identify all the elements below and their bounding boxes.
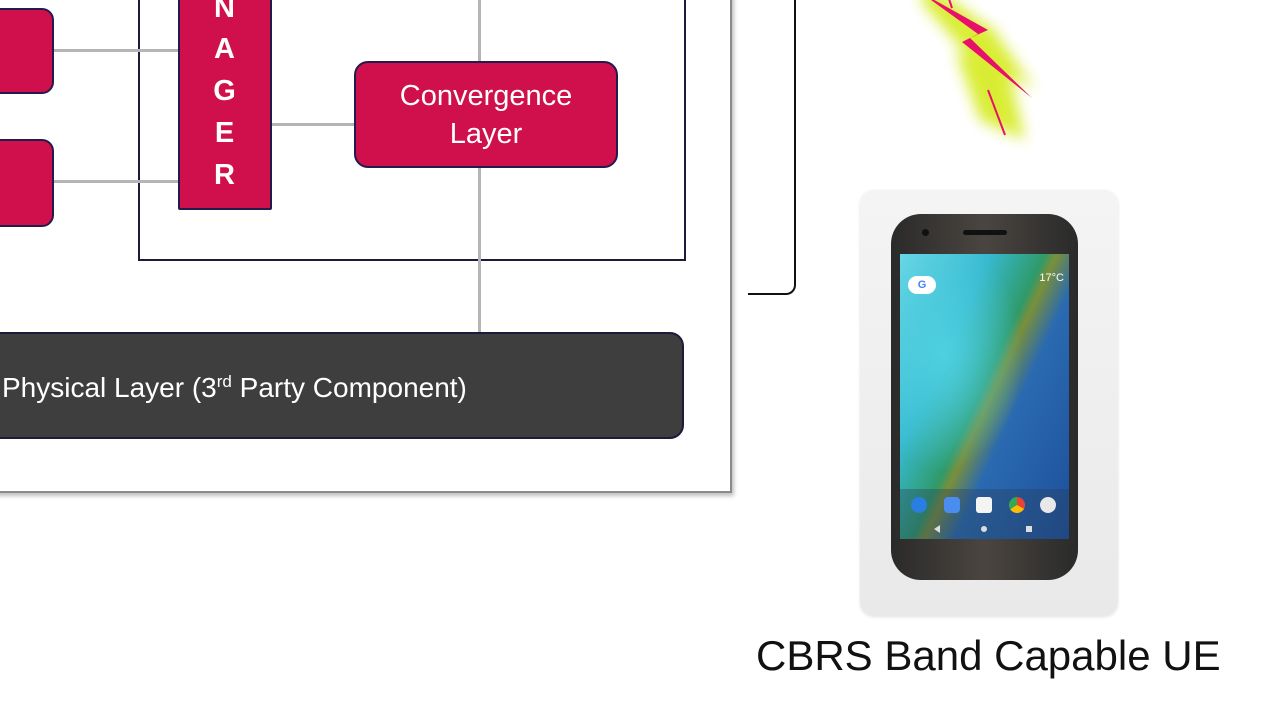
phone-app-icon <box>911 497 927 513</box>
manager-letter: R <box>214 159 236 191</box>
convergence-layer-box: Convergence Layer <box>354 61 618 168</box>
connection-bracket <box>748 0 796 295</box>
physical-layer-label: Physical Layer (3rd Party Component) <box>2 372 467 403</box>
connector-line <box>54 49 179 52</box>
manager-letter: E <box>214 117 236 149</box>
phone-speaker <box>963 230 1007 235</box>
protocol-stack-frame <box>138 0 686 261</box>
convergence-layer-label: Convergence Layer <box>399 79 573 150</box>
gmail-app-icon <box>976 497 992 513</box>
module-box-lower <box>0 139 54 227</box>
device-label: CBRS Band Capable UE <box>756 632 1221 679</box>
manager-letter: G <box>213 75 237 107</box>
manager-letter: A <box>214 33 236 65</box>
camera-app-icon <box>1040 497 1056 513</box>
weather-widget: 17°C <box>1039 272 1064 284</box>
phone-screen <box>900 254 1069 539</box>
connector-line <box>478 168 481 332</box>
physical-layer-box: Physical Layer (3rd Party Component) <box>0 332 684 439</box>
connector-line <box>272 123 355 126</box>
module-box-upper <box>0 8 54 94</box>
chrome-app-icon <box>1009 497 1025 513</box>
lightning-bolt-icon <box>920 0 1035 140</box>
phone-nav-bar <box>934 525 1032 533</box>
connector-line <box>478 0 481 62</box>
manager-letter: N <box>214 0 236 24</box>
phone-front-camera <box>922 229 929 236</box>
google-search-widget: G <box>908 276 936 294</box>
messages-app-icon <box>944 497 960 513</box>
connector-line <box>54 180 179 183</box>
manager-box: N A G E R <box>178 0 272 210</box>
